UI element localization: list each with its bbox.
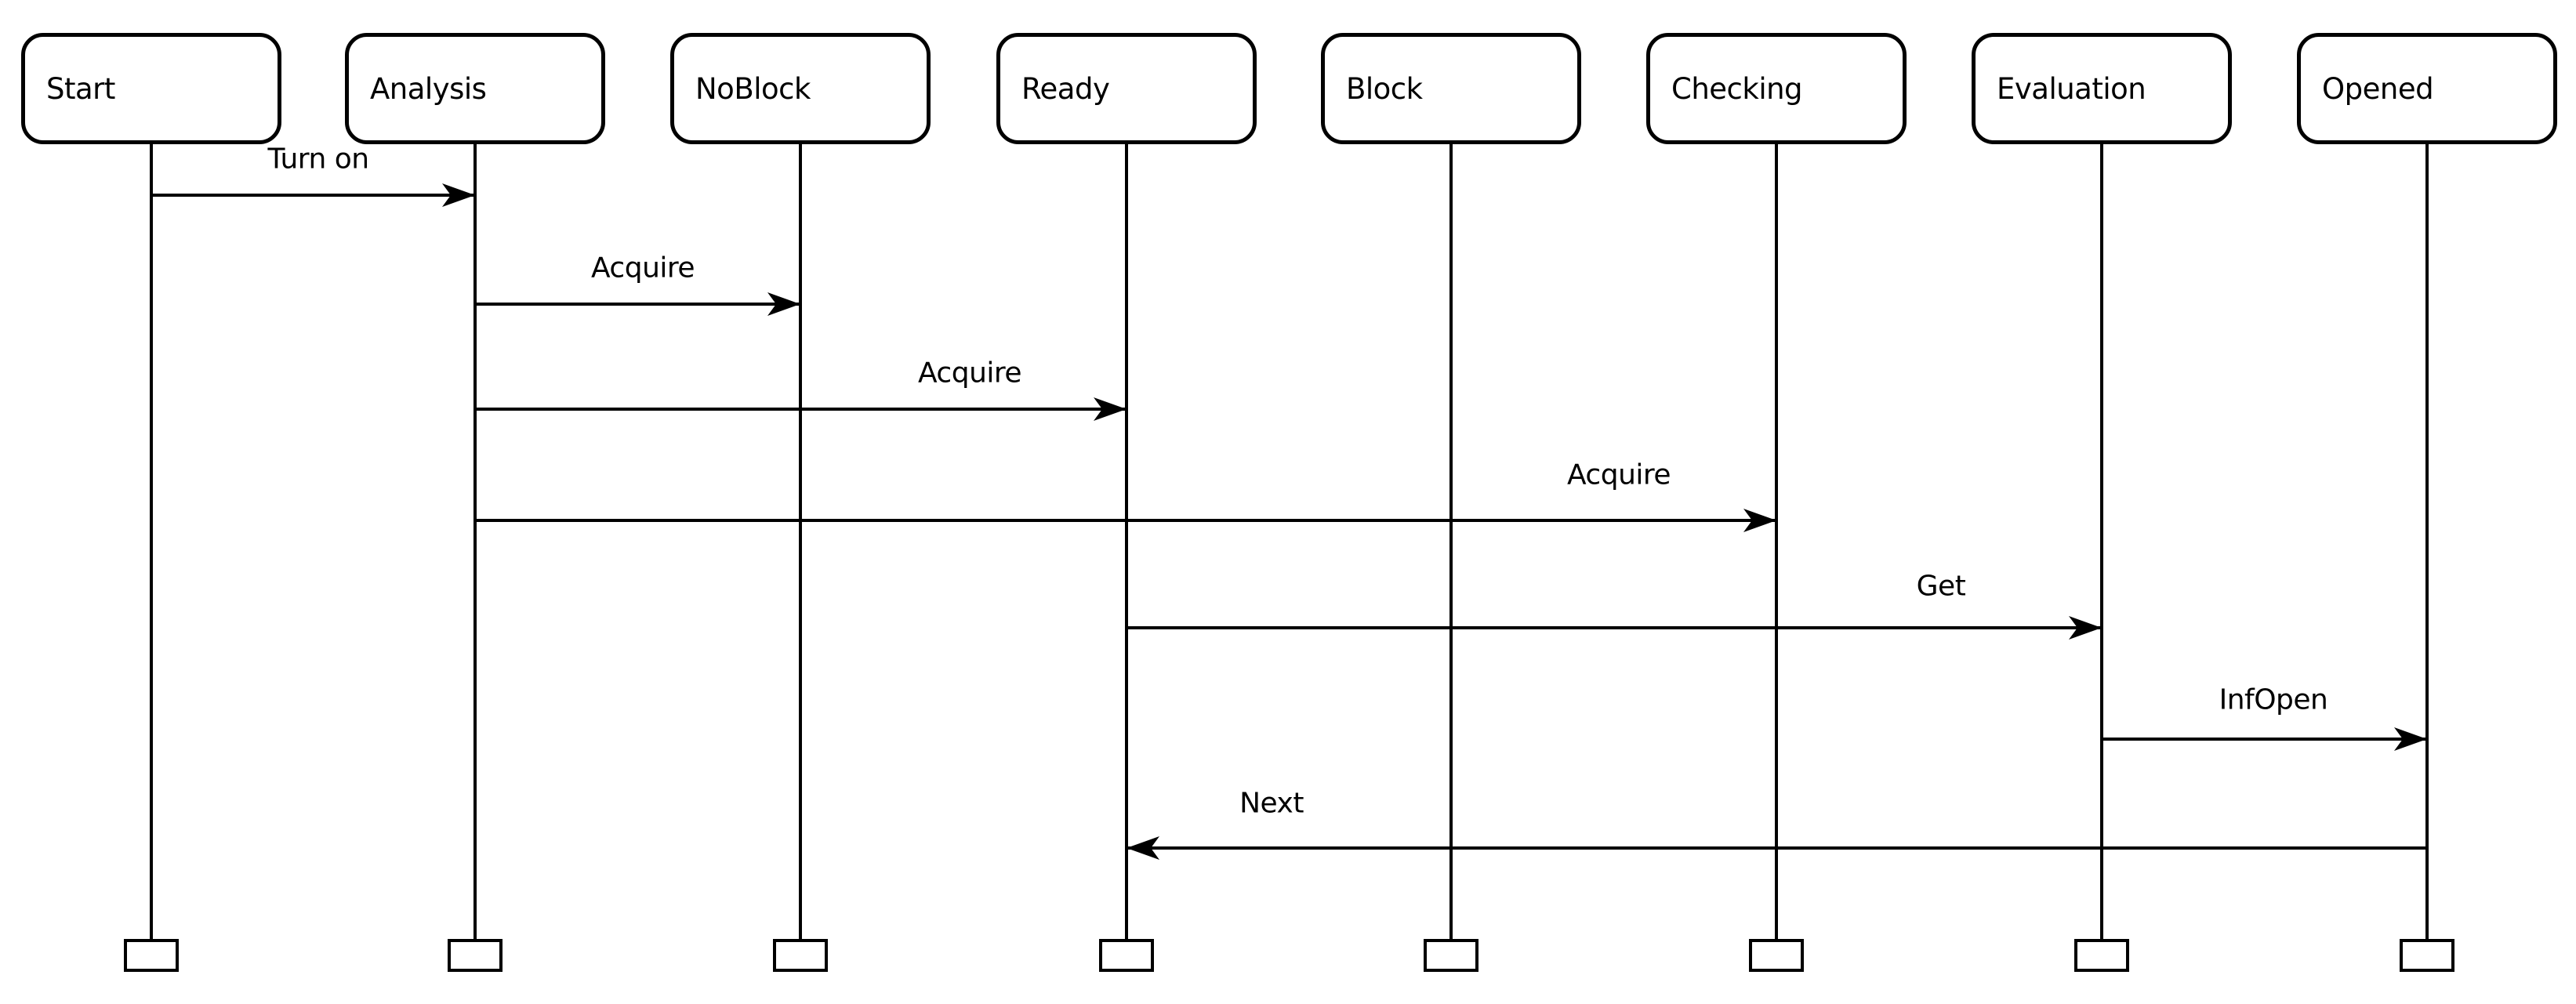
arrowhead-icon (1743, 509, 1776, 532)
lifeline (150, 143, 153, 939)
participant-label: Block (1346, 71, 1423, 106)
message-label: Get (1916, 570, 1966, 603)
message-label: InfOpen (2219, 683, 2328, 716)
arrowhead-icon (767, 292, 800, 316)
message-label: Acquire (1566, 459, 1671, 491)
arrowhead-icon (1094, 397, 1127, 421)
lifeline (799, 143, 802, 939)
lifeline-end-box (2400, 939, 2454, 972)
message-line (475, 303, 800, 306)
lifeline-end-box (1749, 939, 1804, 972)
arrowhead-icon (442, 183, 475, 207)
lifeline (2100, 143, 2103, 939)
participant-box-evaluation: Evaluation (1972, 33, 2232, 144)
lifeline-end-box (124, 939, 179, 972)
message-line (475, 519, 1776, 522)
message-label: Turn on (267, 143, 369, 176)
arrowhead-icon (2069, 616, 2102, 640)
participant-box-opened: Opened (2297, 33, 2557, 144)
arrowhead-icon (2394, 727, 2427, 751)
participant-label: Start (46, 71, 115, 106)
participant-box-noblock: NoBlock (670, 33, 931, 144)
lifeline-end-box (773, 939, 828, 972)
lifeline (1449, 143, 1453, 939)
message-line (151, 194, 475, 197)
message-label: Acquire (590, 252, 695, 285)
participant-label: Ready (1021, 71, 1110, 106)
participant-box-ready: Ready (996, 33, 1257, 144)
participant-box-checking: Checking (1646, 33, 1907, 144)
participant-label: Evaluation (1997, 71, 2146, 106)
message-label: Next (1239, 787, 1304, 820)
lifeline-end-box (1424, 939, 1478, 972)
participant-box-analysis: Analysis (345, 33, 605, 144)
message-line (475, 408, 1127, 411)
message-line (1127, 846, 2427, 850)
lifeline (2425, 143, 2429, 939)
lifeline-end-box (2074, 939, 2129, 972)
lifeline (1775, 143, 1778, 939)
lifeline (473, 143, 477, 939)
lifeline-end-box (448, 939, 503, 972)
participant-label: Analysis (370, 71, 487, 106)
lifeline (1125, 143, 1128, 939)
message-label: Acquire (917, 357, 1022, 390)
message-line (1127, 626, 2102, 629)
arrowhead-icon (1127, 836, 1159, 860)
participant-label: Opened (2322, 71, 2434, 106)
participant-box-block: Block (1321, 33, 1581, 144)
lifeline-end-box (1099, 939, 1154, 972)
participant-label: NoBlock (695, 71, 811, 106)
participant-label: Checking (1671, 71, 1803, 106)
message-line (2102, 738, 2427, 741)
participant-box-start: Start (21, 33, 281, 144)
